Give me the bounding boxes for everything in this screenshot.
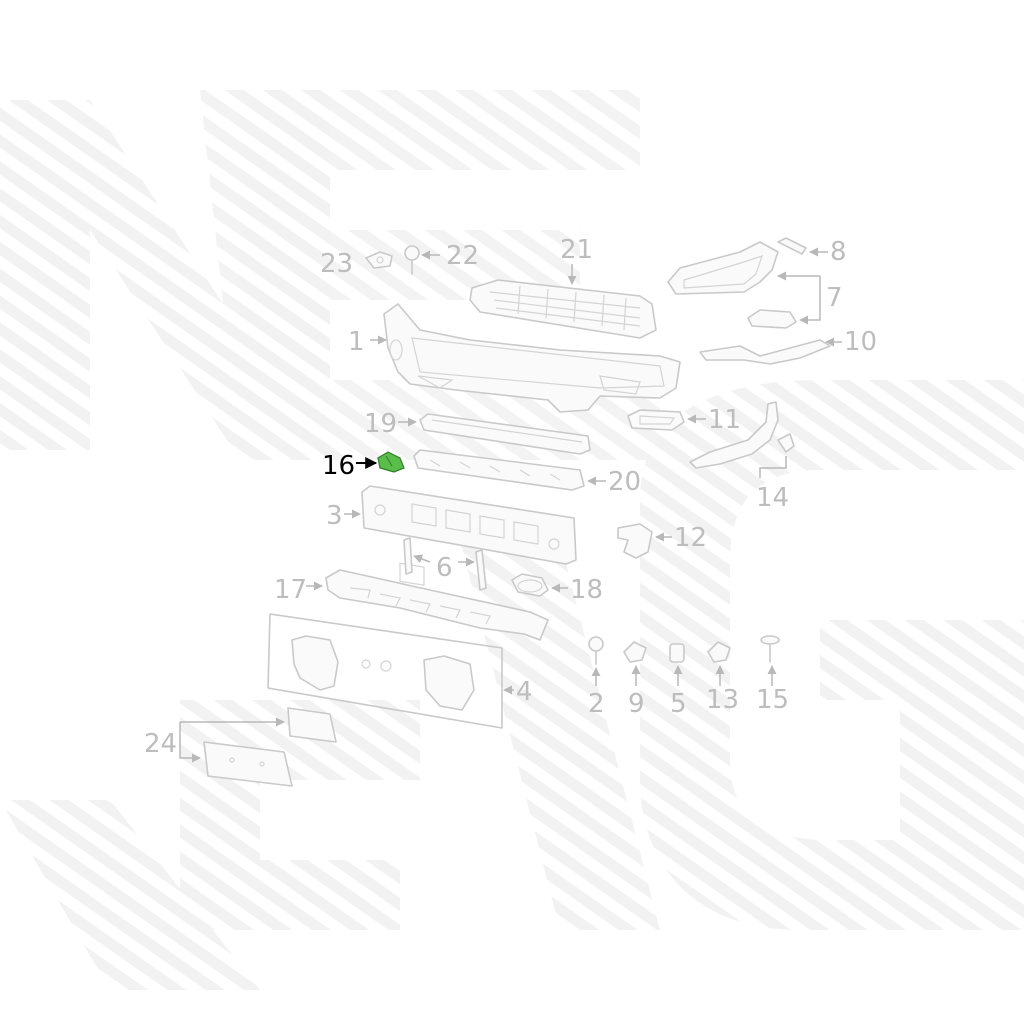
label-24: 24 xyxy=(144,729,177,759)
part-bezel-18[interactable] xyxy=(511,573,568,597)
part-fastener-2[interactable] xyxy=(588,636,604,686)
part-clip-9[interactable] xyxy=(623,641,647,686)
label-5: 5 xyxy=(670,689,687,719)
label-15: 15 xyxy=(756,685,789,715)
label-22: 22 xyxy=(446,241,479,271)
part-lower-17[interactable] xyxy=(306,569,549,641)
part-flare-14[interactable] xyxy=(689,401,795,478)
part-assembly-4[interactable] xyxy=(267,613,514,729)
label-3: 3 xyxy=(326,501,343,531)
part-absorber-20[interactable] xyxy=(413,449,606,491)
label-19: 19 xyxy=(364,409,397,439)
label-21: 21 xyxy=(560,235,593,265)
label-16: 16 xyxy=(322,451,355,481)
callout-labels: 23 22 21 8 7 10 1 19 11 16 20 14 3 12 6 … xyxy=(144,235,877,759)
label-1: 1 xyxy=(348,327,365,357)
part-lamp-11[interactable] xyxy=(627,409,706,431)
part-trim-8[interactable] xyxy=(777,237,828,257)
label-20: 20 xyxy=(608,467,641,497)
label-8: 8 xyxy=(830,237,847,267)
part-bolt-22[interactable] xyxy=(404,245,440,275)
part-molding-10[interactable] xyxy=(699,337,842,365)
part-reinforcement-3[interactable] xyxy=(344,485,577,586)
label-4: 4 xyxy=(516,677,533,707)
part-bracket-16[interactable] xyxy=(356,451,405,473)
watermark xyxy=(0,90,1024,990)
label-11: 11 xyxy=(708,405,741,435)
part-plate-24[interactable] xyxy=(179,707,337,787)
part-nut-5[interactable] xyxy=(669,643,685,686)
label-12: 12 xyxy=(674,523,707,553)
label-23: 23 xyxy=(320,249,353,279)
label-17: 17 xyxy=(274,575,307,605)
label-2: 2 xyxy=(588,689,605,719)
part-clip-13[interactable] xyxy=(707,641,731,686)
label-10: 10 xyxy=(844,327,877,357)
part-brackets-6[interactable] xyxy=(403,537,487,591)
part-strip-19[interactable] xyxy=(398,413,591,455)
label-6: 6 xyxy=(436,553,453,583)
part-bracket-12[interactable] xyxy=(617,523,672,559)
label-9: 9 xyxy=(628,689,645,719)
part-bumper-1[interactable] xyxy=(370,303,681,413)
part-clip-23[interactable] xyxy=(365,251,393,269)
part-bezel-7[interactable] xyxy=(667,241,821,329)
label-13: 13 xyxy=(706,685,739,715)
part-grille-upper[interactable] xyxy=(469,264,657,339)
part-pushpin-15[interactable] xyxy=(760,635,780,686)
label-18: 18 xyxy=(570,575,603,605)
label-7: 7 xyxy=(826,283,843,313)
label-14: 14 xyxy=(756,483,789,513)
